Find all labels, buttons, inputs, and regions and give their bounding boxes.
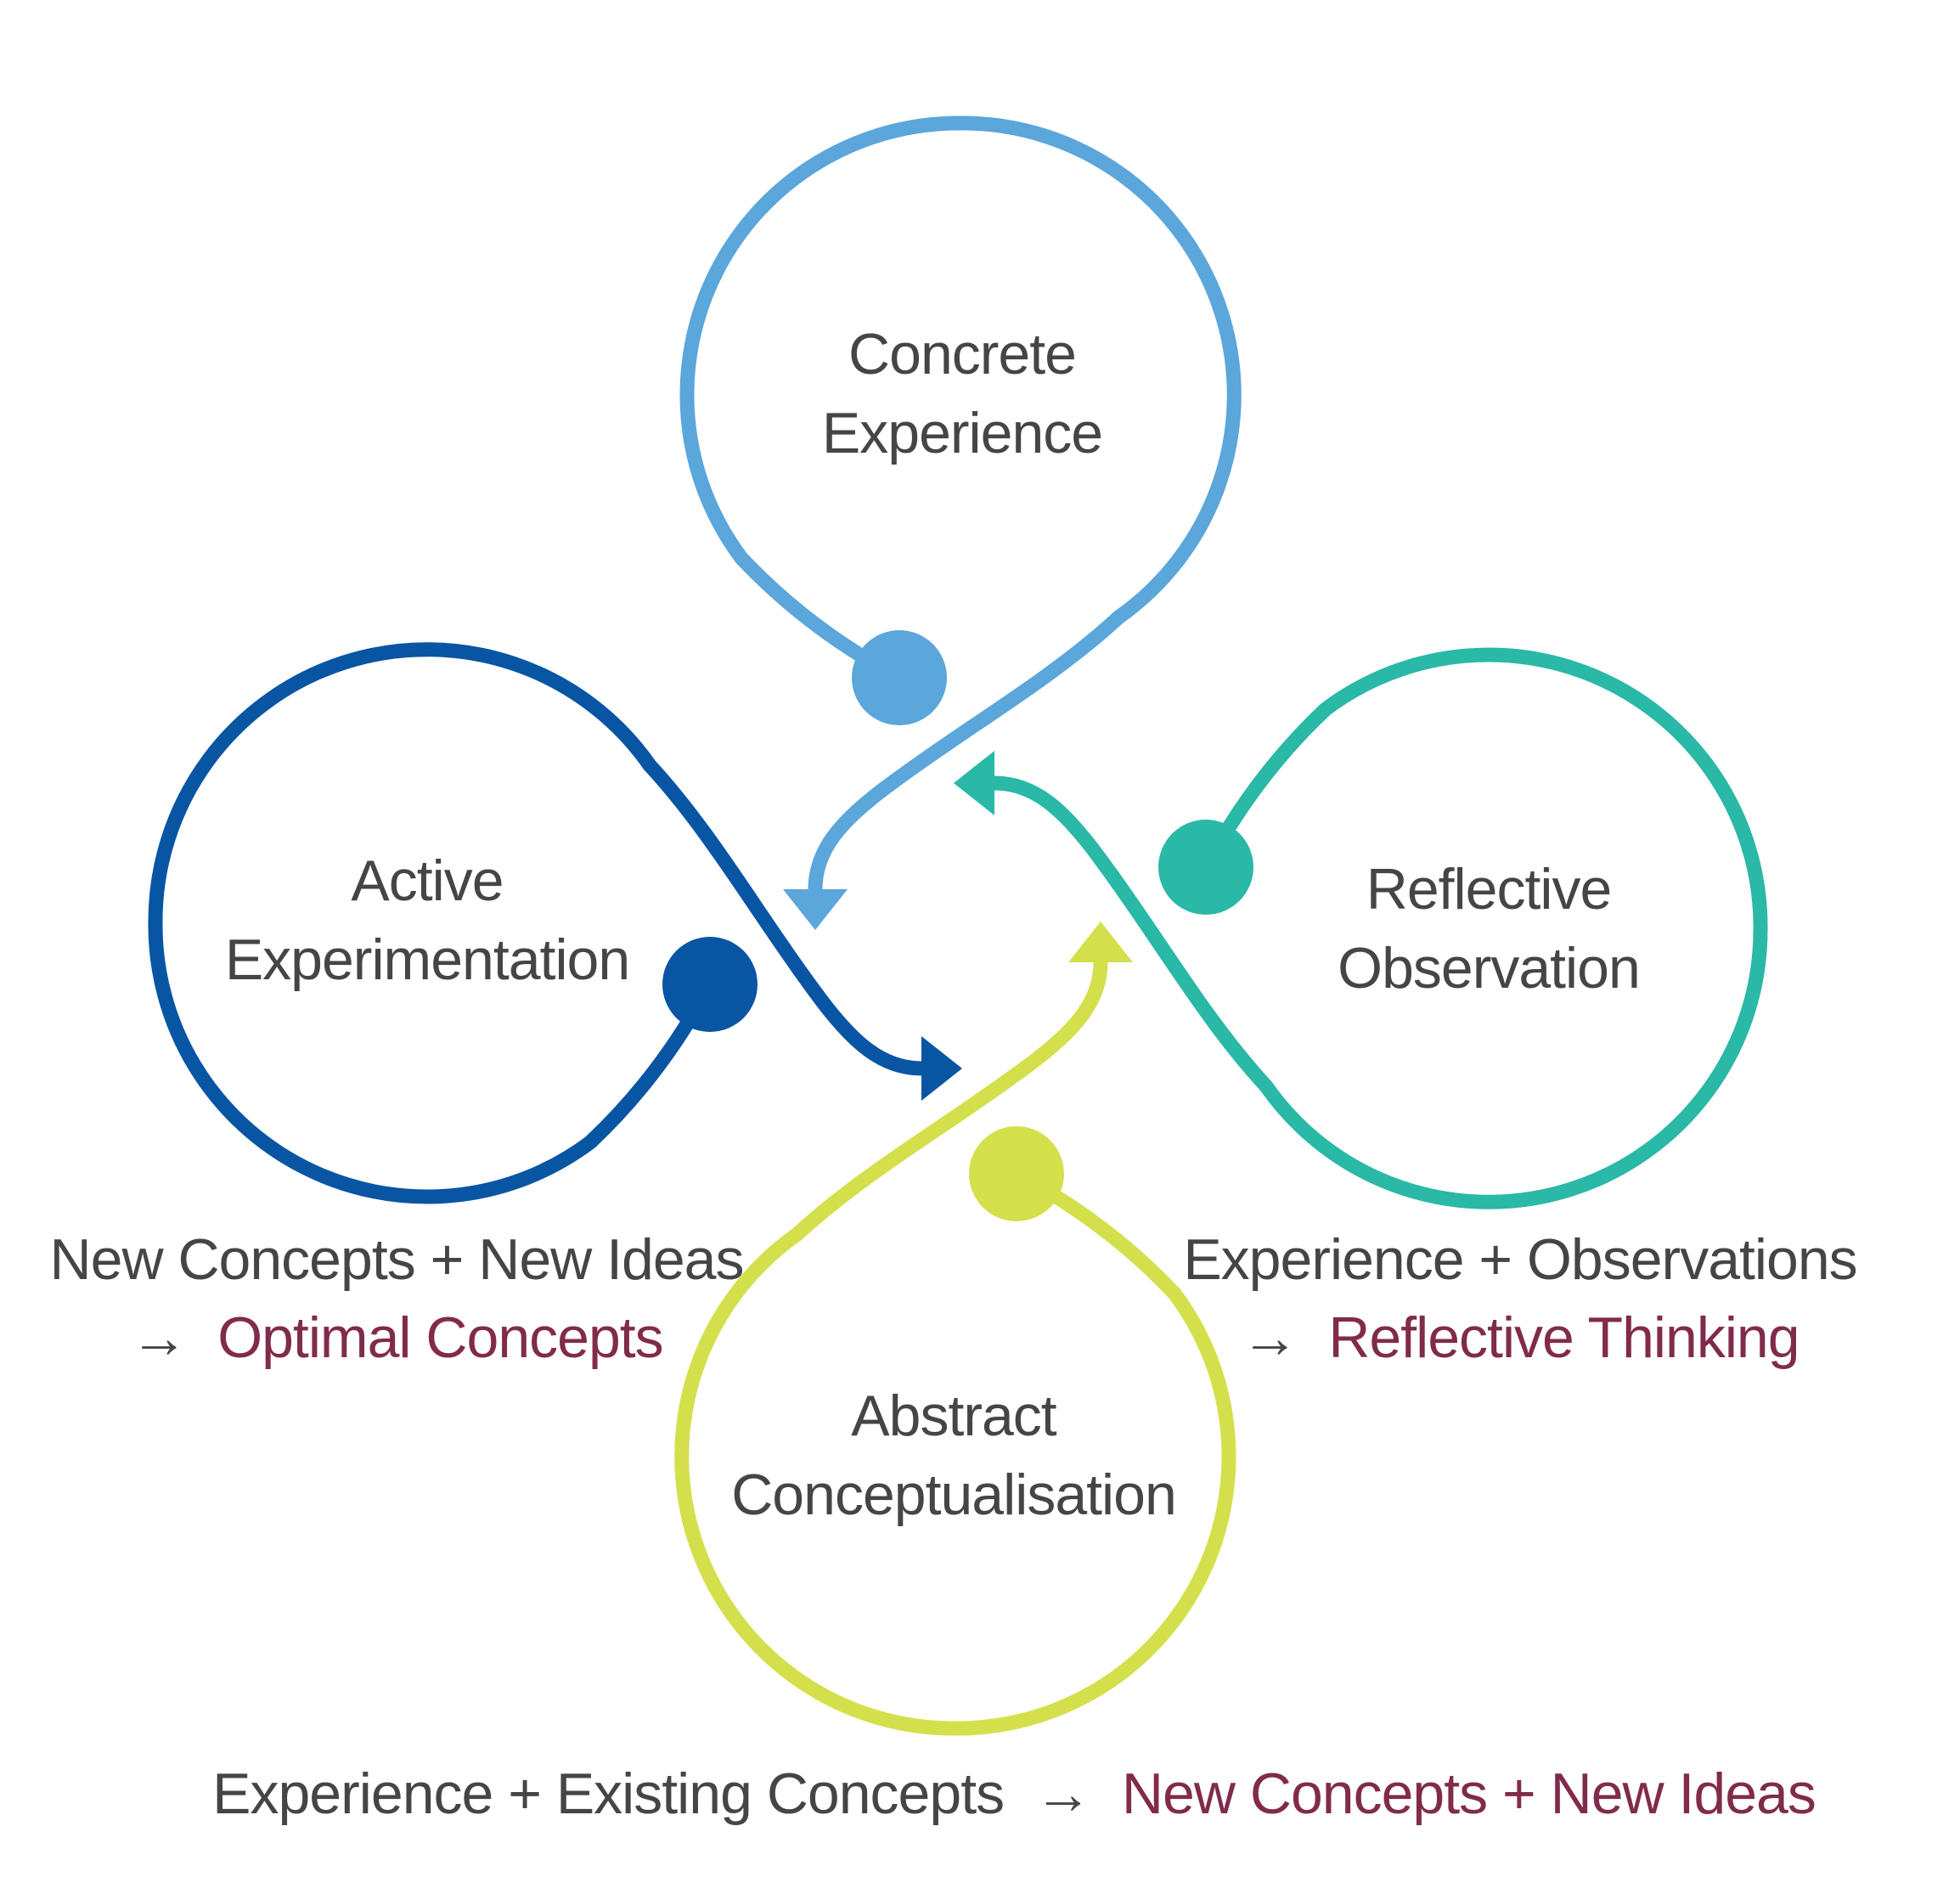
annotation-left-highlight: Optimal Concepts (217, 1305, 662, 1370)
loop-concrete-experience-arrowhead-icon (783, 889, 848, 930)
label-concrete-experience-line2: Experience (822, 401, 1102, 465)
label-active-experimentation-line1: Active (351, 848, 503, 913)
annotation-left-line2: → Optimal Concepts (130, 1305, 662, 1370)
label-concrete-experience: Concrete Experience (822, 322, 1103, 465)
label-reflective-observation-line1: Reflective (1366, 857, 1612, 922)
loop-reflective-observation-arrowhead-icon (954, 751, 994, 815)
annotation-bottom-highlight: New Concepts + New Ideas (1122, 1761, 1816, 1826)
label-active-experimentation: Active Experimentation (225, 848, 630, 992)
loop-active-experimentation-outline (148, 642, 922, 1204)
loop-concrete-experience (679, 116, 1242, 930)
annotation-right-arrow-icon: → (1241, 1305, 1298, 1370)
label-abstract-conceptualisation-line1: Abstract (851, 1384, 1057, 1448)
annotation-right: Experience + Observations → Reflective T… (1183, 1227, 1857, 1370)
loop-abstract-conceptualisation-outline (674, 961, 1236, 1736)
annotation-right-line1: Experience + Observations (1183, 1227, 1856, 1292)
label-active-experimentation-line2: Experimentation (225, 927, 629, 992)
loop-abstract-conceptualisation-dot (969, 1126, 1064, 1221)
annotation-bottom: Experience + Existing Concepts → New Con… (212, 1761, 1816, 1826)
loop-reflective-observation (954, 647, 1768, 1209)
loop-concrete-experience-outline (679, 116, 1242, 890)
loop-abstract-conceptualisation (674, 922, 1236, 1736)
annotation-right-line2: → Reflective Thinking (1241, 1305, 1799, 1370)
loop-active-experimentation-arrowhead-icon (921, 1036, 962, 1101)
loop-active-experimentation (148, 642, 962, 1204)
loop-abstract-conceptualisation-arrowhead-icon (1068, 922, 1133, 962)
loop-reflective-observation-outline (994, 647, 1768, 1209)
annotation-bottom-arrow-icon: → (1034, 1761, 1091, 1826)
label-reflective-observation: Reflective Observation (1338, 857, 1641, 1001)
label-abstract-conceptualisation-line2: Conceptualisation (731, 1463, 1176, 1527)
label-concrete-experience-line1: Concrete (848, 322, 1076, 386)
annotation-bottom-line: Experience + Existing Concepts → New Con… (212, 1761, 1816, 1826)
label-abstract-conceptualisation: Abstract Conceptualisation (731, 1384, 1177, 1527)
loop-reflective-observation-dot (1158, 820, 1253, 915)
annotation-left-line1: New Concepts + New Ideas (50, 1227, 744, 1292)
loop-concrete-experience-dot (852, 630, 947, 725)
annotation-left-arrow-icon: → (130, 1305, 187, 1370)
annotation-bottom-prefix: Experience + Existing Concepts (212, 1761, 1004, 1826)
label-reflective-observation-line2: Observation (1338, 936, 1640, 1001)
annotation-right-highlight: Reflective Thinking (1328, 1305, 1799, 1370)
loop-active-experimentation-dot (662, 937, 758, 1032)
annotation-left: New Concepts + New Ideas → Optimal Conce… (50, 1227, 745, 1370)
